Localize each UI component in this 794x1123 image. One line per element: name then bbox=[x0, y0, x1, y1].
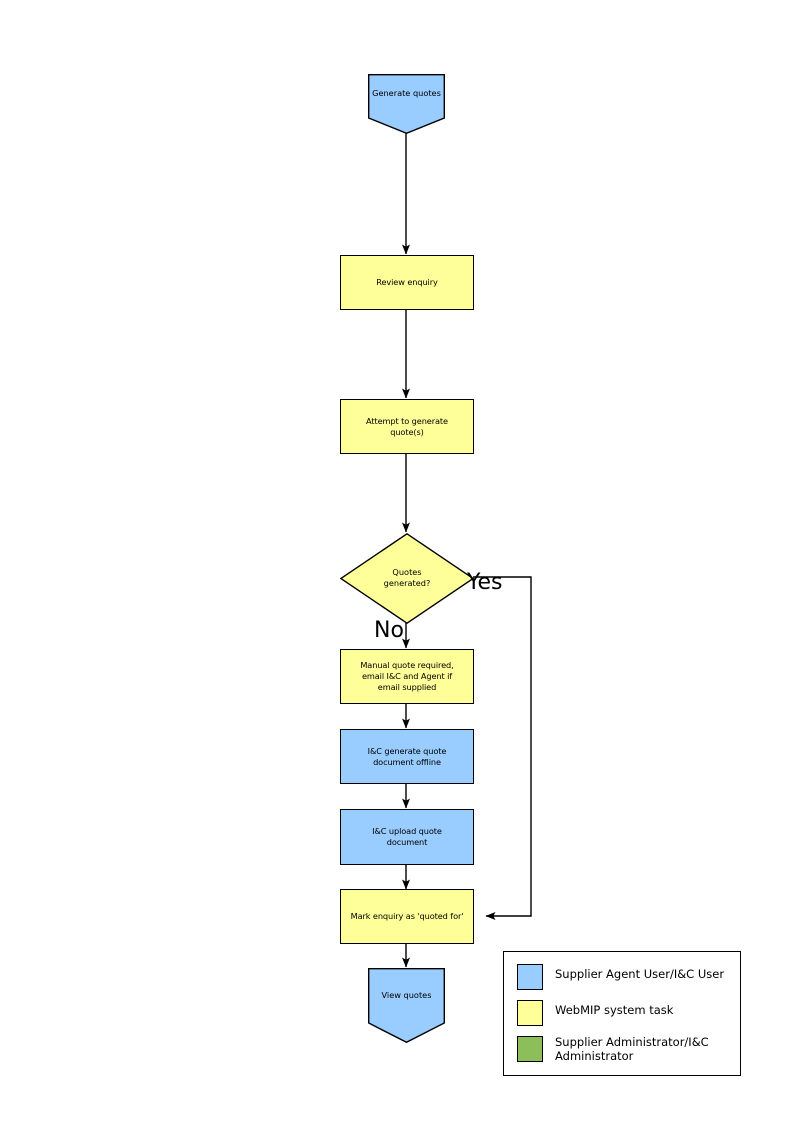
pentagon-shape bbox=[368, 74, 445, 134]
node-label-manual-quote-required: Manual quote required, email I&C and Age… bbox=[360, 660, 454, 692]
legend-panel: Supplier Agent User/I&C User WebMIP syst… bbox=[503, 951, 741, 1076]
node-mark-enquiry-quoted-for[interactable]: Mark enquiry as 'quoted for' bbox=[340, 889, 474, 944]
branch-label-yes: Yes bbox=[467, 570, 503, 595]
legend-swatch-yellow bbox=[517, 1000, 543, 1026]
legend-label-supplier-administrator: Supplier Administrator/I&C Administrator bbox=[555, 1035, 709, 1063]
pentagon-shape bbox=[368, 968, 445, 1043]
diamond-shape bbox=[340, 533, 474, 624]
branch-label-no: No bbox=[374, 618, 404, 643]
node-quotes-generated-decision[interactable]: Quotes generated? bbox=[340, 533, 474, 624]
node-label-ic-generate-quote-document: I&C generate quote document offline bbox=[367, 745, 447, 767]
legend-swatch-blue bbox=[517, 964, 543, 990]
node-generate-quotes[interactable]: Generate quotes bbox=[368, 74, 445, 134]
legend-label-supplier-agent-user: Supplier Agent User/I&C User bbox=[555, 967, 725, 981]
legend-label-webmip-system-task: WebMIP system task bbox=[555, 1003, 674, 1017]
node-label-review-enquiry: Review enquiry bbox=[376, 277, 438, 287]
node-label-ic-upload-quote-document: I&C upload quote document bbox=[372, 826, 442, 847]
node-review-enquiry[interactable]: Review enquiry bbox=[340, 255, 474, 310]
node-label-quotes-generated: Quotes generated? bbox=[383, 567, 431, 588]
node-view-quotes[interactable]: View quotes bbox=[368, 968, 445, 1043]
node-label-view-quotes: View quotes bbox=[381, 990, 432, 1000]
legend-item-supplier-administrator: Supplier Administrator/I&C Administrator bbox=[517, 1035, 709, 1063]
edge-decision-yes-to-mark bbox=[473, 576, 532, 920]
node-label-generate-quotes: Generate quotes bbox=[372, 88, 441, 98]
node-manual-quote-required[interactable]: Manual quote required, email I&C and Age… bbox=[340, 649, 474, 704]
legend-item-supplier-agent-user: Supplier Agent User/I&C User bbox=[517, 964, 724, 990]
node-ic-generate-quote-document[interactable]: I&C generate quote document offline bbox=[340, 729, 474, 784]
node-label-attempt-generate-quotes: Attempt to generate quote(s) bbox=[366, 415, 448, 437]
legend-swatch-green bbox=[517, 1036, 543, 1062]
node-attempt-generate-quotes[interactable]: Attempt to generate quote(s) bbox=[340, 399, 474, 454]
node-ic-upload-quote-document[interactable]: I&C upload quote document bbox=[340, 809, 474, 865]
legend-item-webmip-system-task: WebMIP system task bbox=[517, 1000, 673, 1026]
node-label-mark-enquiry-quoted-for: Mark enquiry as 'quoted for' bbox=[350, 911, 464, 921]
